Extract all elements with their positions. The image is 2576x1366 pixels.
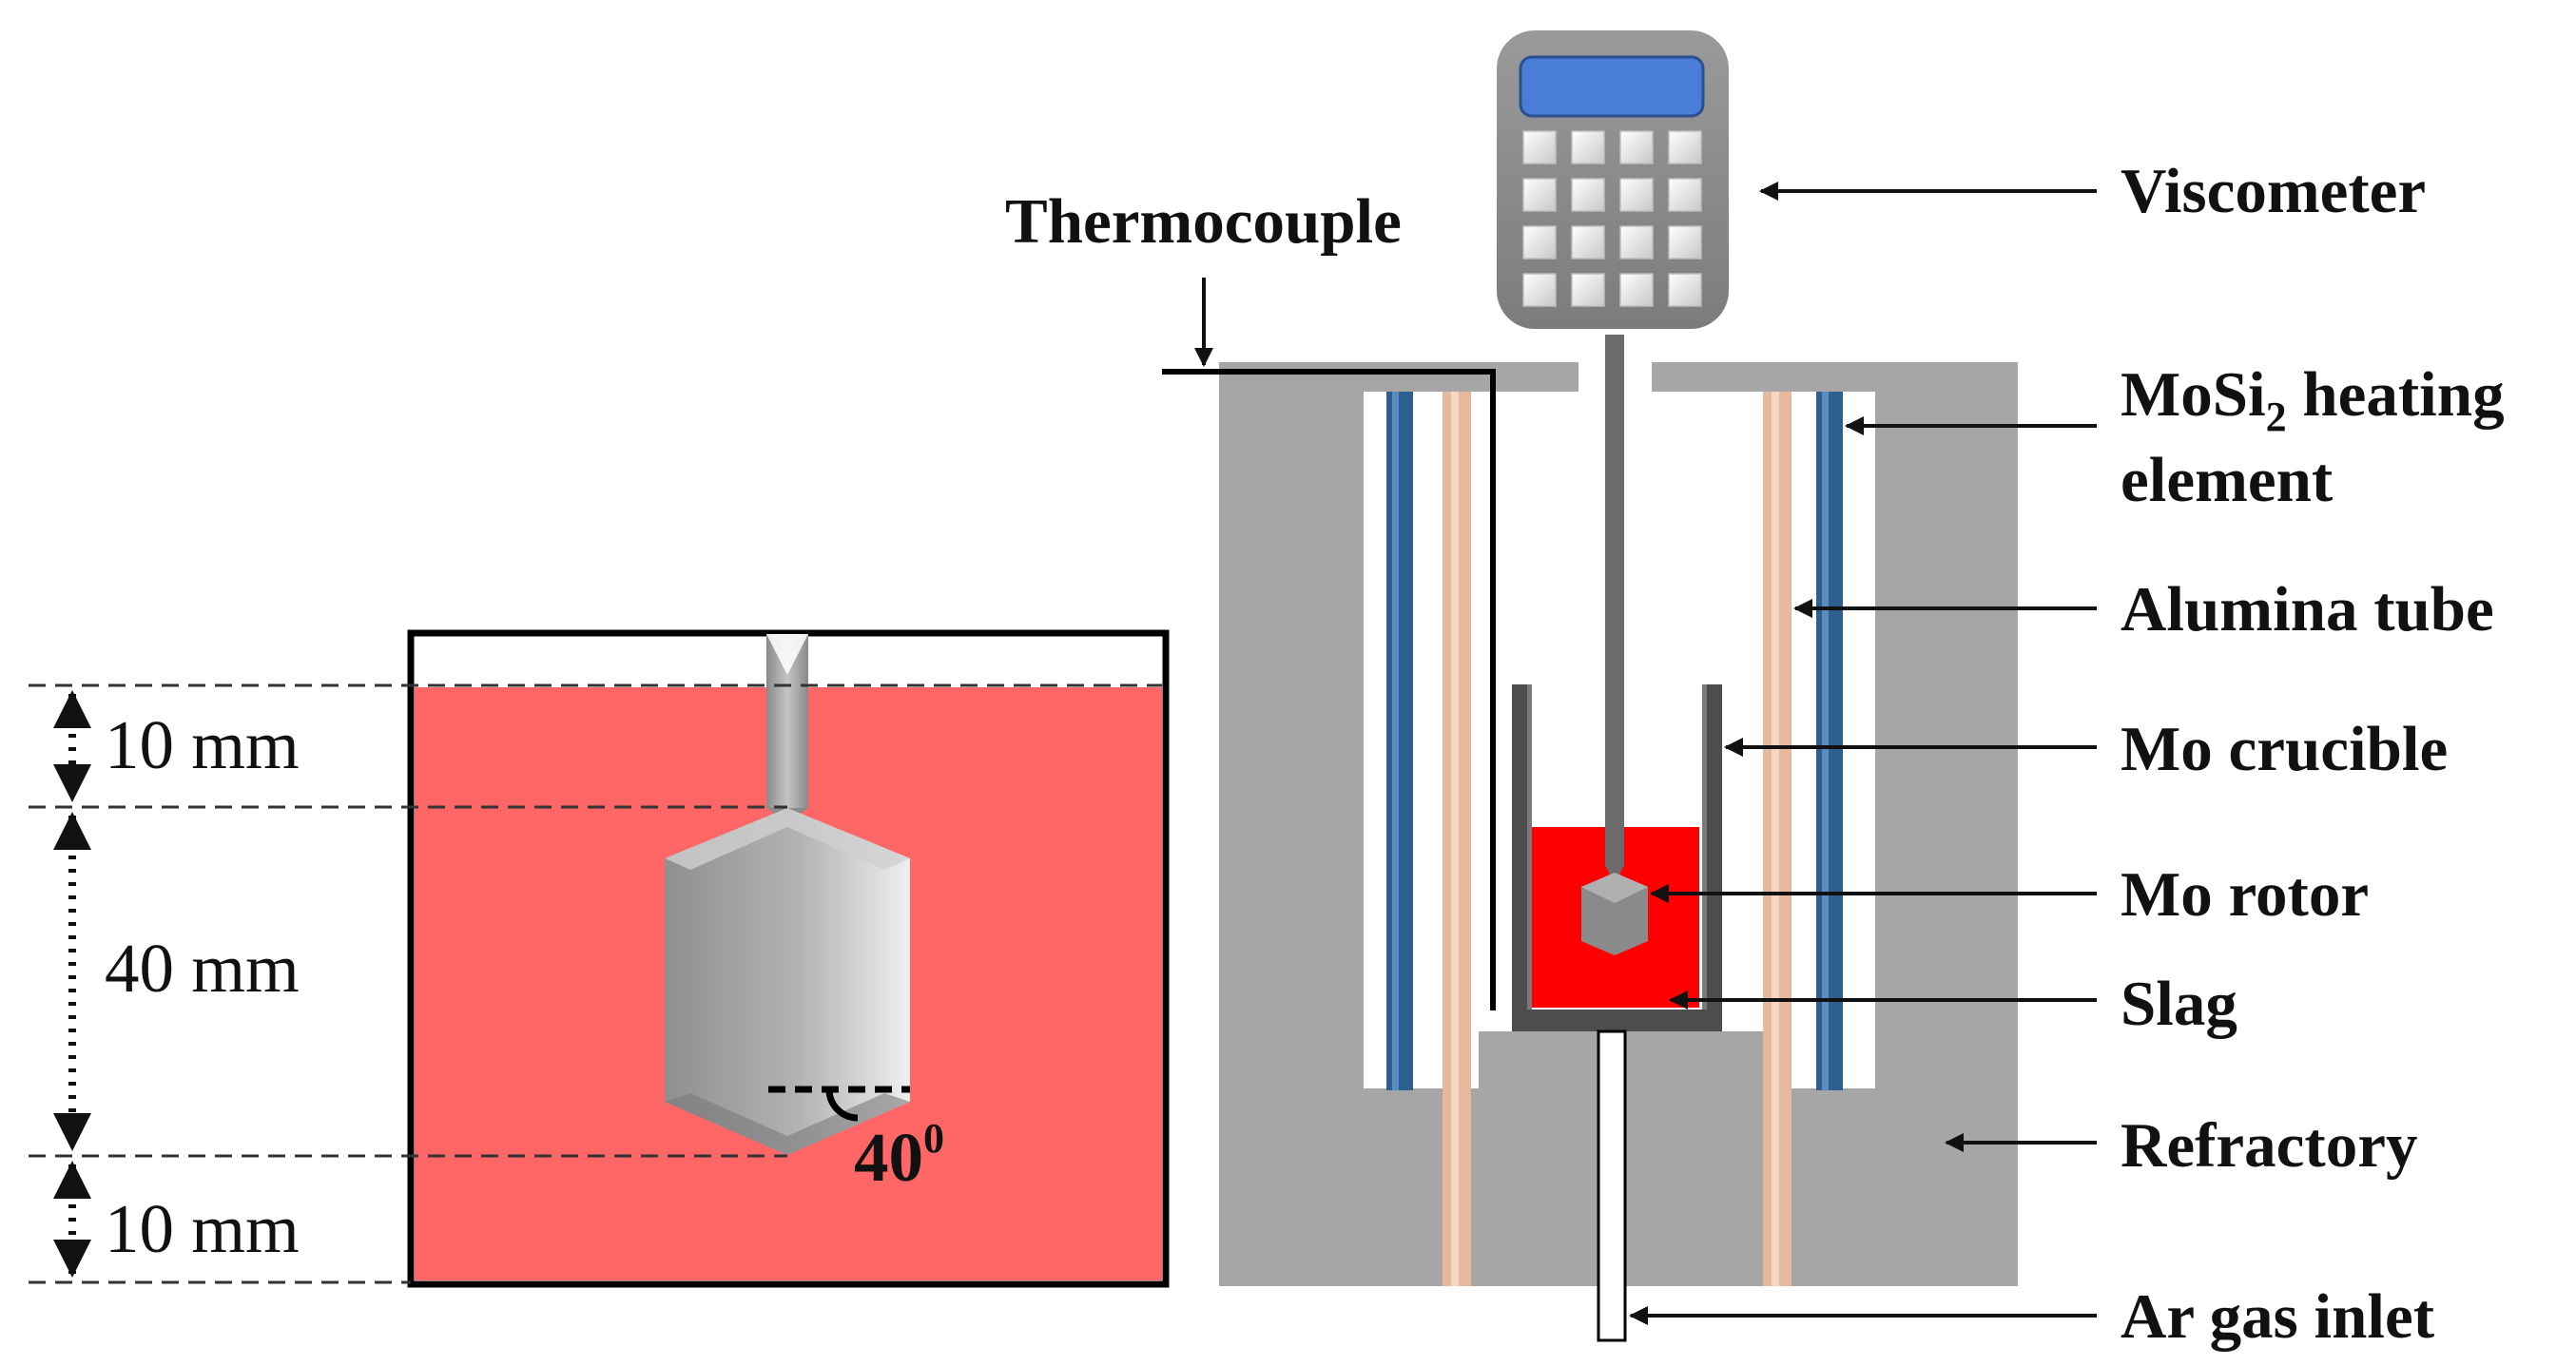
viscometer-key <box>1522 273 1557 307</box>
rotor-neck <box>1605 865 1624 876</box>
refractory-lid-left <box>1219 362 1579 394</box>
viscometer-key <box>1619 225 1654 260</box>
angle-arc <box>825 1088 859 1122</box>
viscometer-keypad <box>1522 130 1702 307</box>
viscometer-key <box>1571 178 1605 212</box>
angle-degree-sup: 0 <box>923 1115 944 1162</box>
viscometer-key <box>1571 225 1605 260</box>
viscometer-key <box>1668 225 1702 260</box>
label-viscometer: Viscometer <box>2121 156 2426 226</box>
detail-rotor-top-facet <box>665 808 910 870</box>
heating-element-right <box>1816 392 1843 1090</box>
crucible-wall-left <box>1512 684 1527 1031</box>
label-alumina-tube: Alumina tube <box>2121 574 2494 645</box>
viscometer-key <box>1619 130 1654 164</box>
viscometer-key <box>1522 130 1557 164</box>
viscometer-key <box>1571 130 1605 164</box>
alumina-tube-right-hl <box>1772 392 1779 1286</box>
label-thermocouple: Thermocouple <box>1005 186 1402 257</box>
viscometer-key <box>1522 225 1557 260</box>
viscometer-key <box>1522 178 1557 212</box>
crucible-wall-right <box>1707 684 1722 1031</box>
rotor-shaft <box>1605 335 1624 867</box>
crucible-inner-left <box>1527 684 1532 1010</box>
labels: Thermocouple Viscometer MoSi2 heating el… <box>1005 156 2505 1352</box>
ar-gas-inlet-tube <box>1597 1029 1627 1342</box>
label-heating-post: heating <box>2287 359 2505 430</box>
viscometer-screen <box>1520 57 1703 116</box>
detail-rotor-bob <box>665 808 910 1155</box>
viscometer-key <box>1668 273 1702 307</box>
label-heating-element: MoSi2 heating <box>2121 359 2505 440</box>
label-mo-crucible: Mo crucible <box>2121 714 2448 784</box>
viscometer-key <box>1571 273 1605 307</box>
viscometer-key <box>1668 130 1702 164</box>
angle-label: 400 <box>854 1115 944 1196</box>
viscometer-key <box>1668 178 1702 212</box>
label-heating-sub: 2 <box>2266 394 2287 440</box>
dim-label-middle: 40 mm <box>105 930 300 1007</box>
crucible-base <box>1512 1010 1722 1031</box>
rotor-detail: 400 10 mm 40 mm 10 mm <box>29 629 1170 1288</box>
refractory-lid-right <box>1652 362 2018 394</box>
label-ar-gas-inlet: Ar gas inlet <box>2121 1281 2435 1352</box>
crucible-inner-right <box>1702 684 1707 1010</box>
label-slag: Slag <box>2121 969 2237 1039</box>
label-refractory: Refractory <box>2121 1110 2417 1181</box>
dim-label-bottom: 10 mm <box>105 1190 300 1267</box>
viscometer-icon <box>1497 30 1729 329</box>
furnace <box>1162 30 2018 1342</box>
heating-element-left-hl <box>1392 392 1399 1090</box>
viscometer-key <box>1619 178 1654 212</box>
label-mo-rotor: Mo rotor <box>2121 859 2369 930</box>
heating-element-right-hl <box>1822 392 1829 1090</box>
thermocouple-wire <box>1162 369 1496 1010</box>
detail-rotor-bottom-facet <box>665 1093 910 1155</box>
detail-shaft-tip <box>766 634 808 675</box>
dim-label-top: 10 mm <box>105 706 300 783</box>
viscometer-screen-bevel <box>1519 55 1705 118</box>
label-heating-element-line2: element <box>2121 445 2334 515</box>
rotor-bob-facet <box>1581 873 1648 903</box>
heating-element-left <box>1386 392 1413 1090</box>
viscometer-key <box>1619 273 1654 307</box>
alumina-tube-left-hl <box>1451 392 1459 1286</box>
